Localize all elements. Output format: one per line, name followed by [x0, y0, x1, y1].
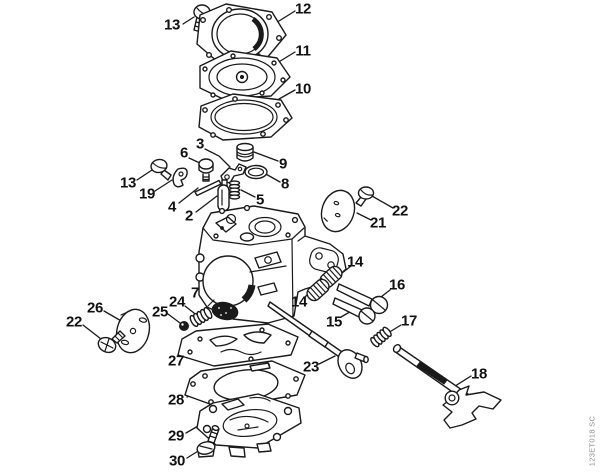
callout-30: 30 — [168, 452, 186, 470]
callout-25: 25 — [151, 303, 169, 321]
part-6-screw — [198, 158, 214, 182]
callout-24: 24 — [168, 293, 186, 311]
callout-5: 5 — [255, 191, 265, 209]
part-22-screw-right — [355, 186, 375, 207]
callout-16: 16 — [388, 276, 406, 294]
part-17-spring — [370, 326, 392, 348]
part-18-choke-shaft — [392, 344, 502, 429]
callout-3: 3 — [195, 135, 205, 153]
callout-26: 26 — [86, 299, 104, 317]
part-30-screw — [196, 424, 220, 458]
callout-21: 21 — [369, 214, 387, 232]
callout-28: 28 — [167, 391, 185, 409]
callout-8: 8 — [280, 175, 290, 193]
part-13-inlet-valve — [150, 158, 172, 181]
part-10-gasket — [198, 93, 293, 141]
callout-15: 15 — [325, 313, 343, 331]
callout-27: 27 — [167, 352, 185, 370]
part-29-pump-body — [196, 393, 302, 458]
part-25-ball — [179, 321, 189, 331]
callout-6: 6 — [179, 144, 189, 162]
callout-9: 9 — [278, 155, 288, 173]
part-21-throttle-disc — [320, 189, 356, 233]
callout-22-right: 22 — [391, 202, 409, 220]
callout-14-lower: 14 — [290, 293, 308, 311]
callout-4: 4 — [167, 198, 177, 216]
callout-13-left: 13 — [119, 174, 137, 192]
callout-2: 2 — [184, 207, 194, 225]
part-8-ring-gasket — [244, 164, 268, 180]
callout-19: 19 — [138, 185, 156, 203]
callout-12: 12 — [294, 0, 312, 18]
callout-14-upper: 14 — [346, 253, 364, 271]
part-4-pin — [194, 179, 222, 197]
drawing-code-watermark: 123ET018 SC — [587, 415, 597, 467]
part-11-diaphragm — [199, 50, 291, 100]
part-5-spring — [228, 180, 241, 200]
part-24-spring — [189, 306, 213, 328]
part-9-valve-piston — [236, 142, 254, 162]
callout-10: 10 — [294, 80, 312, 98]
callout-23: 23 — [302, 358, 320, 376]
callout-11: 11 — [295, 42, 311, 60]
part-1-carburetor-body — [195, 204, 347, 324]
part-28-gasket — [184, 360, 306, 409]
part-7-screen — [211, 301, 239, 321]
callout-7: 7 — [190, 284, 200, 302]
callout-13-top: 13 — [163, 16, 181, 34]
part-14-spring-lower — [306, 278, 330, 302]
callout-22-left: 22 — [65, 313, 83, 331]
part-19-clip — [172, 167, 188, 188]
part-22-screw-left — [97, 330, 126, 354]
part-23-throttle-shaft — [267, 301, 369, 379]
part-27-gasket — [177, 323, 299, 367]
part-16-screw — [336, 283, 389, 315]
callout-29: 29 — [167, 427, 185, 445]
callout-17: 17 — [400, 312, 418, 330]
callout-18: 18 — [470, 365, 488, 383]
part-15-screw — [332, 297, 376, 325]
part-26-disc — [115, 308, 151, 354]
